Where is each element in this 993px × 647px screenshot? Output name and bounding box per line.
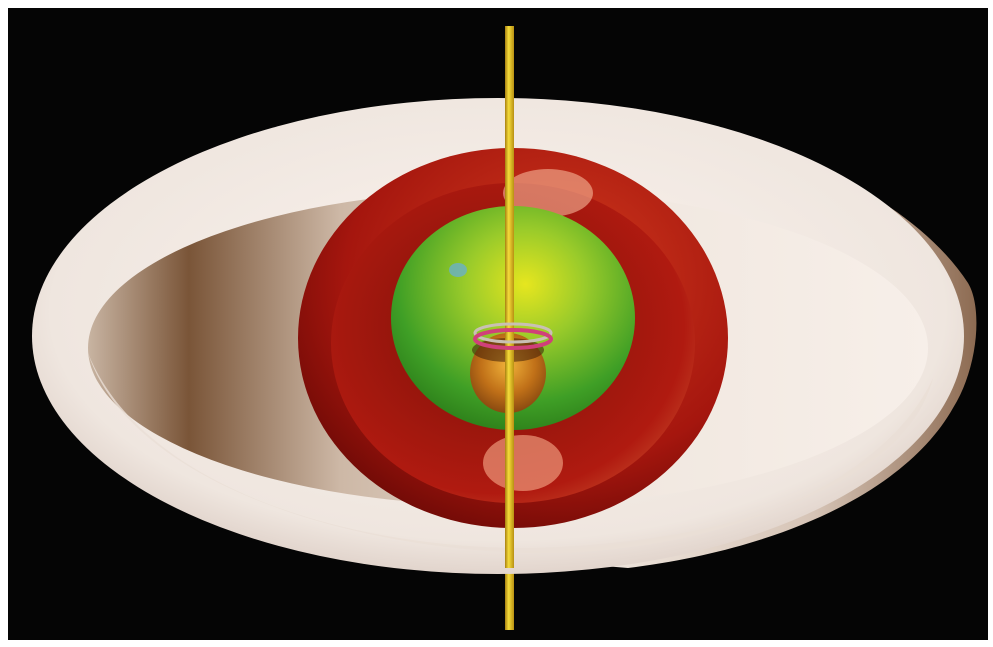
scene-canvas (8, 8, 988, 640)
axis-front (505, 98, 514, 568)
nested-shells-illustration (8, 8, 988, 640)
